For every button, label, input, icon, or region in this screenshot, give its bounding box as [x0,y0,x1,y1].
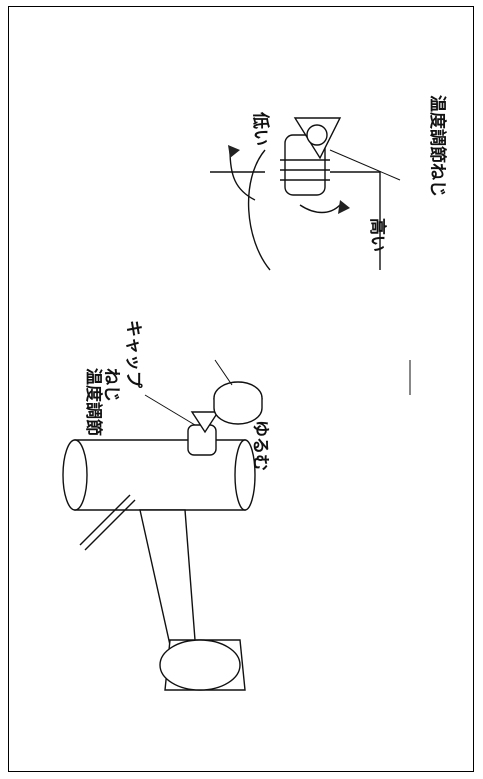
main-screw [187,424,217,456]
detail-low-label: 低い [250,111,271,146]
cap-leader [214,359,233,386]
main-temp-screw-label-line1: 温度調節 [83,368,104,436]
faucet-lever [79,494,131,546]
detail-leader-line [329,149,401,181]
detail-temp-screw-label: 温度調節ねじ [427,95,448,197]
detail-arrow-low-path [229,149,256,201]
detail-body-curve [247,149,271,271]
detail-drawing [210,117,401,271]
detail-arrow-high-head [338,200,350,214]
main-temp-screw-label-line2: ねじ [101,368,121,402]
faucet-arm [139,509,196,646]
faucet-body-end [62,439,88,511]
detail-wall-line-right [330,171,381,270]
detail-arrow-low-head [228,145,240,158]
faucet-lever-edge [84,499,136,551]
detail-screw-threads [280,159,330,181]
loosen-label: ゆるむ [250,420,270,471]
cap-side [213,398,263,425]
faucet-body-end-right [234,439,256,511]
faucet-spout-face [159,639,241,691]
main-screw-knob [190,411,220,434]
main-drawing [62,359,411,691]
detail-high-label: 高い [367,218,388,252]
cap-label: キャップ [123,320,144,389]
faucet-body [74,439,246,511]
detail-arrow-high-path [299,204,341,214]
main-screw-leader [144,394,196,426]
page-border [8,6,474,772]
detail-knob-center [306,124,328,146]
